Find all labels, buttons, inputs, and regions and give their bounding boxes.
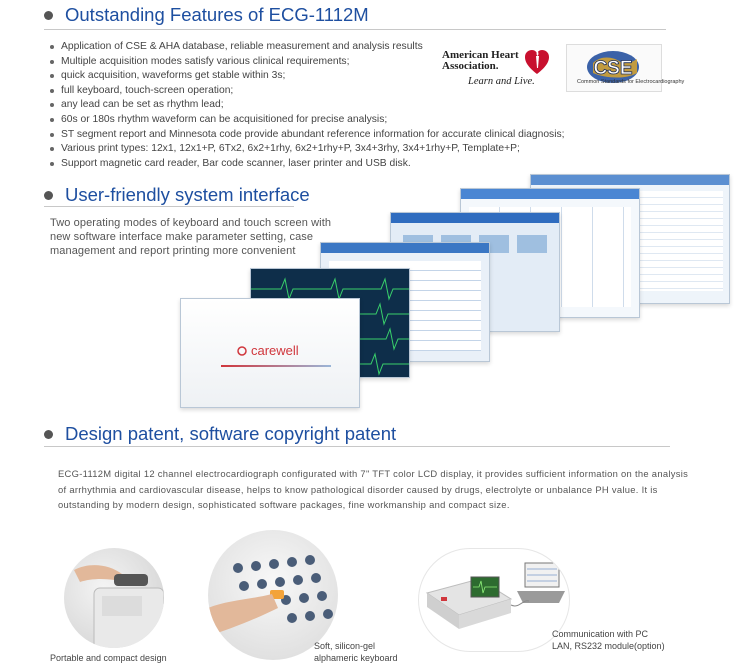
aha-logo-line2: Association.	[442, 60, 499, 72]
feature-item: Various print types: 12x1, 12x1+P, 6Tx2,…	[48, 142, 608, 157]
caption-keyboard-line2: alphameric keyboard	[314, 653, 398, 663]
carewell-mark-icon	[237, 345, 247, 356]
feature-item: Support magnetic card reader, Bar code s…	[48, 157, 608, 172]
pc-connection-photo	[418, 548, 570, 652]
software-screenshots: carewell	[150, 160, 750, 420]
divider	[44, 446, 670, 447]
bullet-dot-icon	[44, 10, 53, 20]
feature-item: Application of CSE & AHA database, relia…	[48, 40, 608, 55]
feature-item: any lead can be set as rhythm lead;	[48, 98, 608, 113]
portable-device-photo	[64, 548, 164, 648]
divider	[44, 29, 666, 30]
heart-torch-icon	[525, 50, 549, 74]
caption-comm-line2: LAN, RS232 module(option)	[552, 641, 665, 651]
caption-portable: Portable and compact design	[50, 653, 167, 663]
section-heading-patent: Design patent, software copyright patent	[44, 423, 396, 445]
keyboard-photo	[208, 530, 338, 660]
aha-logo: American Heart Association. Learn and Li…	[440, 42, 550, 92]
cse-subtitle: Common Standards for Electrocardiography	[577, 79, 685, 85]
aha-tagline: Learn and Live.	[468, 76, 535, 87]
feature-item: ST segment report and Minnesota code pro…	[48, 128, 608, 143]
carewell-logo: carewell	[237, 343, 299, 358]
section-title: User-friendly system interface	[65, 184, 310, 205]
caption-keyboard-line1: Soft, silicon-gel	[314, 641, 376, 651]
feature-list: Application of CSE & AHA database, relia…	[48, 40, 608, 171]
divider	[44, 206, 294, 207]
interface-description: Two operating modes of keyboard and touc…	[50, 217, 332, 257]
cse-globe-icon: CSE	[587, 51, 639, 83]
section-heading-features: Outstanding Features of ECG-1112M	[44, 4, 369, 26]
caption-comm-line1: Communication with PC	[552, 629, 649, 639]
section-title: Design patent, software copyright patent	[65, 423, 397, 444]
cse-wordmark: CSE	[593, 58, 632, 79]
section-title: Outstanding Features of ECG-1112M	[65, 4, 369, 25]
section-heading-interface: User-friendly system interface	[44, 184, 310, 206]
feature-item: Multiple acquisition modes satisfy vario…	[48, 55, 608, 70]
bullet-dot-icon	[44, 429, 53, 439]
aha-logo-line1: American Heart	[442, 49, 519, 61]
brand-name: carewell	[251, 343, 299, 358]
feature-item: full keyboard, touch-screen operation;	[48, 84, 608, 99]
product-description: ECG-1112M digital 12 channel electrocard…	[58, 468, 689, 510]
feature-item: 60s or 180s rhythm waveform can be acqui…	[48, 113, 608, 128]
cse-logo: CSE Common Standards for Electrocardiogr…	[566, 44, 684, 92]
bullet-dot-icon	[44, 190, 53, 200]
screenshot-splash: carewell	[180, 298, 360, 408]
feature-item: quick acquisition, waveforms get stable …	[48, 69, 608, 84]
